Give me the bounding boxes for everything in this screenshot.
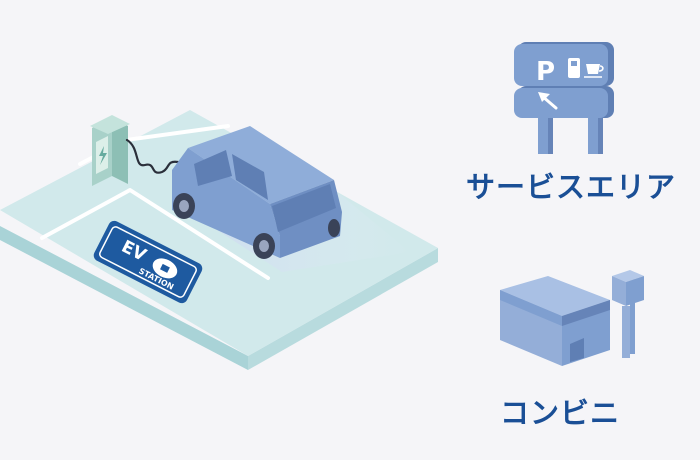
parking-line-back [124, 124, 230, 142]
ev-station-sign: EV STATION [93, 220, 203, 304]
service-area-sign: P [514, 42, 614, 154]
service-area-label: サービスエリア [466, 170, 677, 204]
lightning-icon [99, 146, 107, 165]
charging-cable [125, 138, 190, 176]
ev-van [172, 126, 342, 259]
coffee-cup-icon [584, 64, 604, 78]
parking-line-front [40, 188, 270, 280]
ev-charger [90, 115, 190, 186]
fuel-pump-icon [568, 58, 580, 78]
arrow-up-left-icon [538, 92, 558, 110]
convenience-store-building [500, 270, 644, 366]
convenience-store-label: コンビニ [500, 396, 621, 430]
pavement-side-right [248, 248, 438, 370]
pavement-side [0, 226, 248, 370]
parking-letter: P [536, 57, 555, 87]
